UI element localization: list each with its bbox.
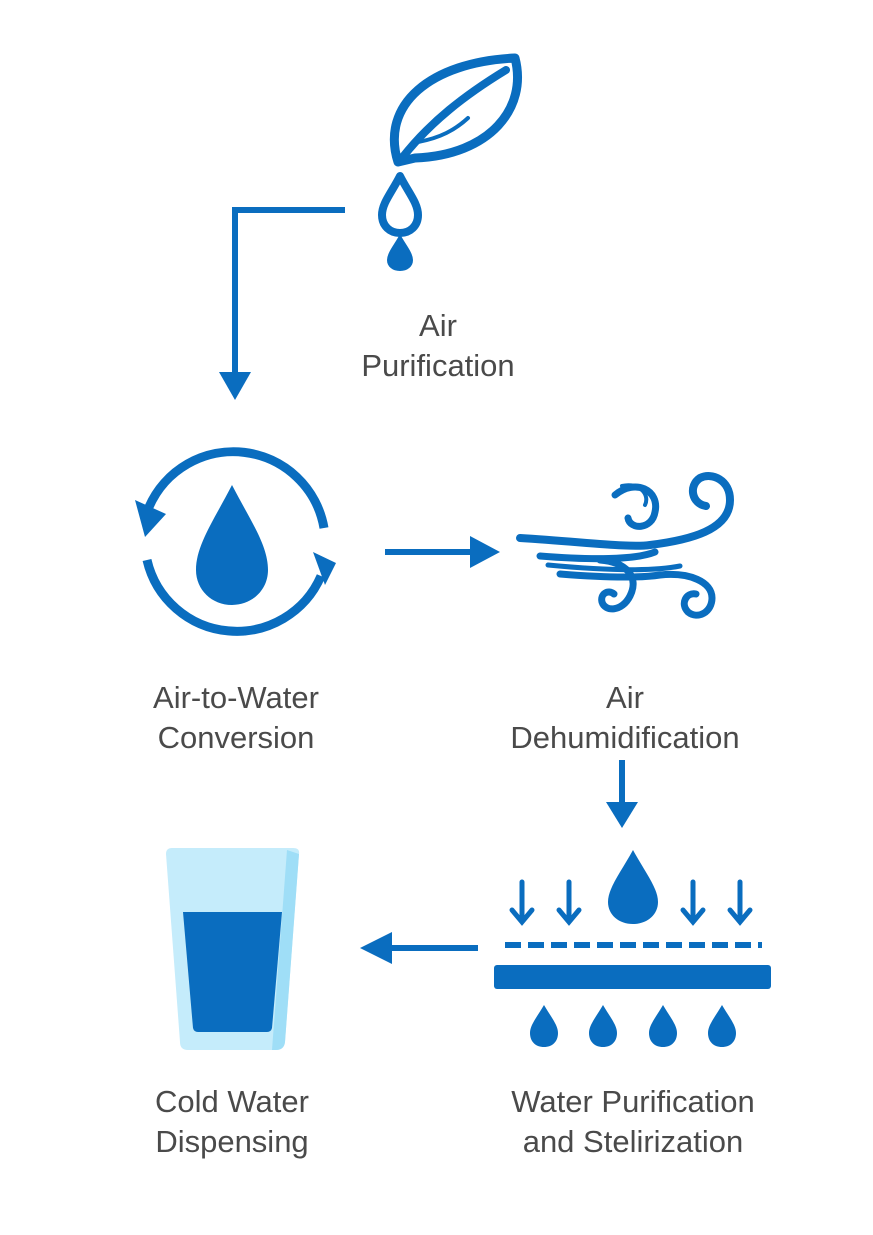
step-label-water-purification: Water Purification and Stelirization xyxy=(478,1082,788,1162)
arrow-purification-to-conversion xyxy=(219,207,345,400)
water-cycle-icon xyxy=(135,447,336,636)
step-label-cold-water: Cold Water Dispensing xyxy=(122,1082,342,1162)
label-line: Air xyxy=(606,680,644,715)
label-line: Purification xyxy=(361,348,515,383)
water-glass-icon xyxy=(166,848,300,1050)
step-label-air-to-water: Air-to-Water Conversion xyxy=(116,678,356,758)
arrow-conversion-to-dehumidification xyxy=(385,536,500,568)
label-line: Cold Water xyxy=(155,1084,309,1119)
leaf-water-drop-icon xyxy=(378,53,522,271)
step-label-dehumidification: Air Dehumidification xyxy=(480,678,770,758)
label-line: Air xyxy=(419,308,457,343)
step-label-air-purification: Air Purification xyxy=(338,306,538,386)
water-filter-icon xyxy=(494,850,771,1047)
label-line: Air-to-Water xyxy=(153,680,319,715)
label-line: Dehumidification xyxy=(510,720,740,755)
label-line: Dispensing xyxy=(155,1124,309,1159)
arrow-dehumidification-to-purification xyxy=(606,760,638,828)
label-line: Water Purification xyxy=(511,1084,755,1119)
wind-icon xyxy=(516,472,735,619)
arrow-purification-to-dispensing xyxy=(360,932,478,964)
label-line: and Stelirization xyxy=(522,1124,744,1159)
label-line: Conversion xyxy=(157,720,315,755)
